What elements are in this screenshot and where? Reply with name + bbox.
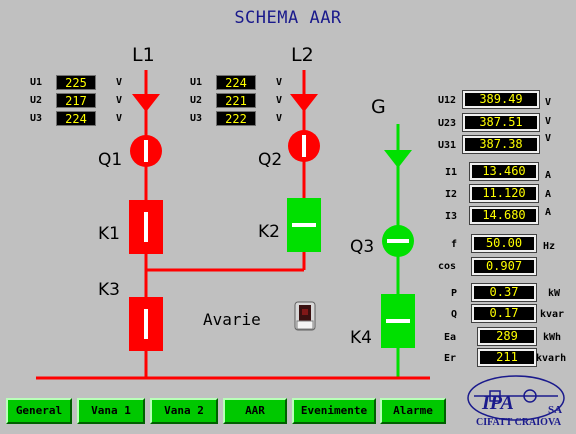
p-unit: kW bbox=[548, 288, 561, 299]
p-value: 0.37 bbox=[471, 283, 537, 302]
ea-unit: kWh bbox=[543, 332, 562, 343]
freq-value: 50.00 bbox=[471, 234, 537, 253]
l1-u1-unit: V bbox=[116, 77, 123, 88]
l2-u1-unit: V bbox=[276, 77, 283, 88]
l2-u3-value: 222 bbox=[216, 111, 256, 126]
q1-breaker-icon bbox=[130, 135, 162, 167]
logo-subtitle: CIFATT CRAIOVA bbox=[476, 417, 562, 428]
i2-value: 11.120 bbox=[469, 184, 539, 203]
u23-unit: V bbox=[545, 116, 552, 127]
i2-label: I2 bbox=[445, 189, 458, 200]
i3-label: I3 bbox=[445, 211, 458, 222]
l1-u2-label: U2 bbox=[30, 95, 43, 106]
u12-unit: V bbox=[545, 97, 552, 108]
logo-brand: IPA bbox=[482, 392, 514, 414]
u23-label: U23 bbox=[438, 118, 457, 129]
nav-alarme-button[interactable]: Alarme bbox=[380, 398, 446, 424]
q-value: 0.17 bbox=[471, 304, 537, 323]
u31-label: U31 bbox=[438, 140, 457, 151]
l2-u1-label: U1 bbox=[190, 77, 203, 88]
nav-evenimente-button[interactable]: Evenimente bbox=[292, 398, 376, 424]
q1-label: Q1 bbox=[98, 150, 123, 170]
l2-arrow bbox=[290, 94, 318, 112]
k1-label: K1 bbox=[98, 224, 120, 244]
q3-label: Q3 bbox=[350, 237, 375, 257]
i2-unit: A bbox=[545, 189, 552, 200]
freq-label: f bbox=[451, 239, 458, 250]
nav-vana1-button[interactable]: Vana 1 bbox=[77, 398, 145, 424]
q-label: Q bbox=[451, 309, 458, 320]
l2-u3-unit: V bbox=[276, 113, 283, 124]
p-label: P bbox=[451, 288, 458, 299]
u31-unit: V bbox=[545, 133, 552, 144]
cos-value: 0.907 bbox=[471, 257, 537, 276]
i1-unit: A bbox=[545, 170, 552, 181]
alarm-lamp-icon bbox=[294, 301, 316, 331]
g-label: G bbox=[371, 96, 386, 118]
logo-emblem-icon bbox=[467, 375, 565, 421]
l1-u1-label: U1 bbox=[30, 77, 43, 88]
u23-value: 387.51 bbox=[462, 113, 540, 132]
l1-u3-unit: V bbox=[116, 113, 123, 124]
u12-value: 389.49 bbox=[462, 90, 540, 109]
i3-unit: A bbox=[545, 207, 552, 218]
q2-breaker-icon bbox=[288, 130, 320, 162]
k2-contactor-icon bbox=[287, 198, 321, 252]
logo-suffix: SA bbox=[548, 404, 563, 416]
k3-contactor-icon bbox=[129, 297, 163, 351]
q2-label: Q2 bbox=[258, 150, 283, 170]
nav-vana2-button[interactable]: Vana 2 bbox=[150, 398, 218, 424]
k1-contactor-icon bbox=[129, 200, 163, 254]
k4-contactor-icon bbox=[381, 294, 415, 348]
er-unit: kvarh bbox=[536, 353, 567, 364]
l1-arrow bbox=[132, 94, 160, 112]
i1-value: 13.460 bbox=[469, 162, 539, 181]
l1-label: L1 bbox=[132, 44, 155, 66]
er-label: Er bbox=[444, 353, 457, 364]
k3-label: K3 bbox=[98, 280, 120, 300]
cos-label: cos bbox=[438, 261, 457, 272]
er-value: 211 bbox=[477, 348, 537, 367]
l2-u1-value: 224 bbox=[216, 75, 256, 90]
l1-u1-value: 225 bbox=[56, 75, 96, 90]
l2-label: L2 bbox=[291, 44, 314, 66]
l1-u3-value: 224 bbox=[56, 111, 96, 126]
l1-u2-unit: V bbox=[116, 95, 123, 106]
l2-u2-value: 221 bbox=[216, 93, 256, 108]
freq-unit: Hz bbox=[543, 241, 556, 252]
q3-breaker-icon bbox=[382, 225, 414, 257]
l2-u2-unit: V bbox=[276, 95, 283, 106]
ea-value: 289 bbox=[477, 327, 537, 346]
q-unit: kvar bbox=[540, 309, 565, 320]
ea-label: Ea bbox=[444, 332, 457, 343]
avarie-label: Avarie bbox=[203, 310, 261, 329]
l1-u3-label: U3 bbox=[30, 113, 43, 124]
u31-value: 387.38 bbox=[462, 135, 540, 154]
l2-u2-label: U2 bbox=[190, 95, 203, 106]
u12-label: U12 bbox=[438, 95, 457, 106]
nav-aar-button[interactable]: AAR bbox=[223, 398, 287, 424]
g-arrow bbox=[384, 150, 412, 168]
k4-label: K4 bbox=[350, 328, 372, 348]
l2-u3-label: U3 bbox=[190, 113, 203, 124]
nav-general-button[interactable]: General bbox=[6, 398, 72, 424]
i1-label: I1 bbox=[445, 167, 458, 178]
k2-label: K2 bbox=[258, 222, 280, 242]
page-title: SCHEMA AAR bbox=[234, 8, 342, 28]
i3-value: 14.680 bbox=[469, 206, 539, 225]
l1-u2-value: 217 bbox=[56, 93, 96, 108]
